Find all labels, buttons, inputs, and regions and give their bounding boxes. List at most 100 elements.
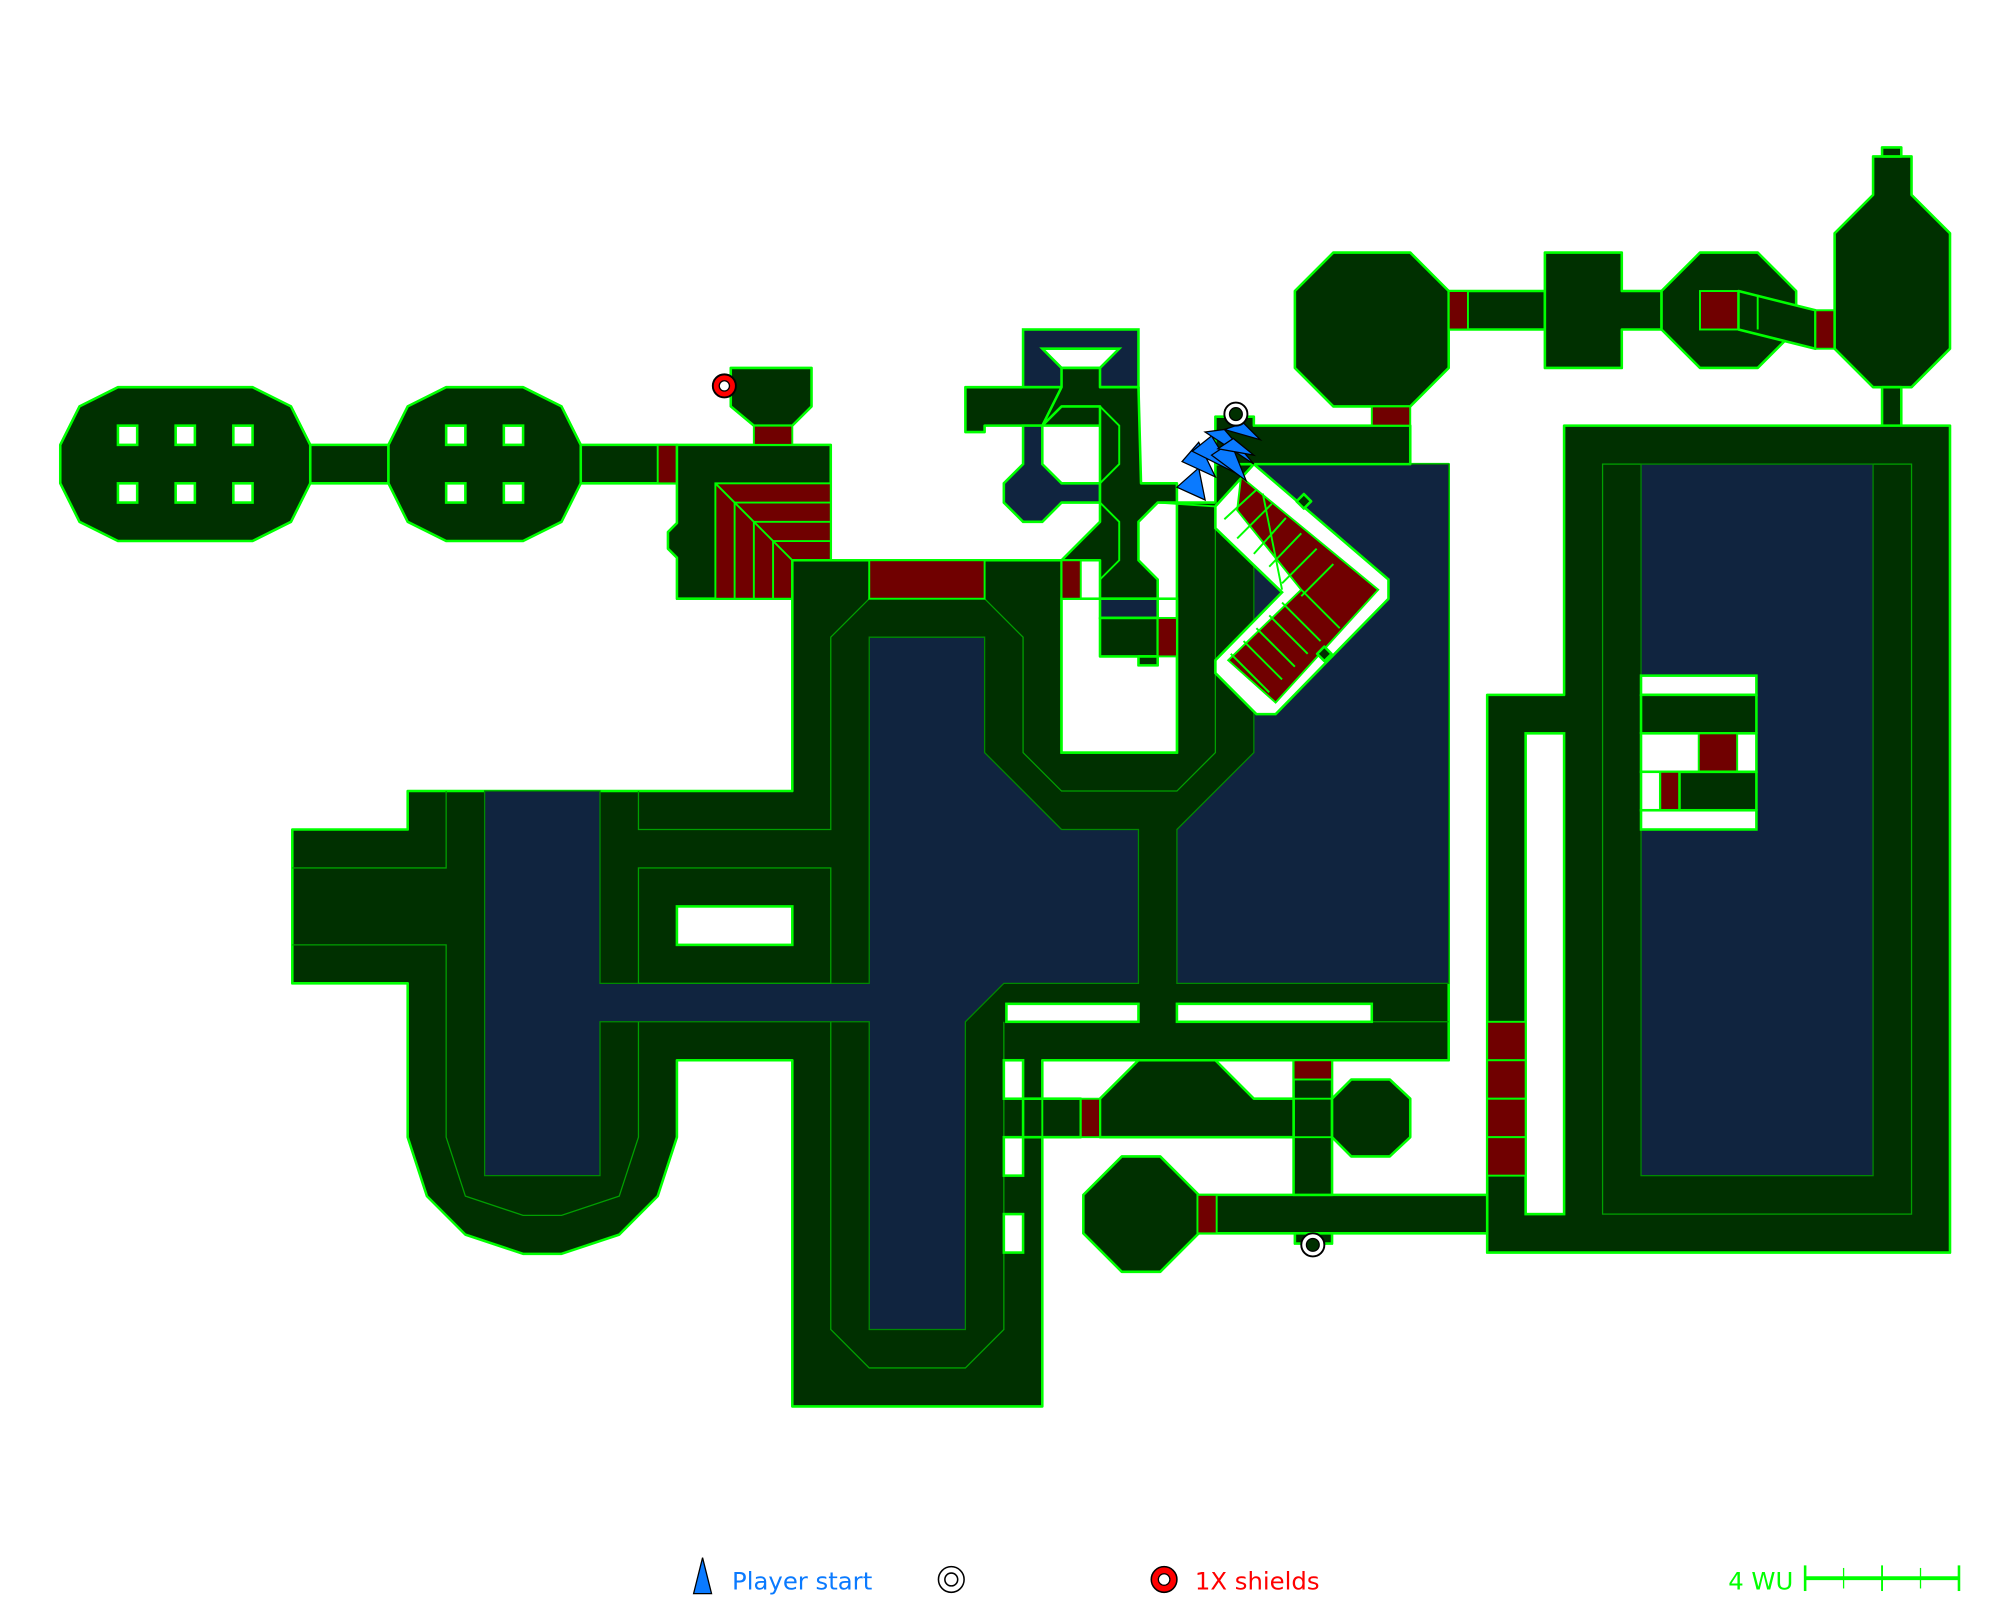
west-wing	[58, 366, 833, 600]
room-polygon	[1678, 770, 1758, 812]
south-rooms	[1021, 1058, 1489, 1274]
room-polygon	[1098, 616, 1159, 658]
map-line	[292, 944, 640, 1217]
map-line	[1261, 493, 1283, 590]
room-polygon	[1293, 251, 1451, 408]
map-line	[1099, 501, 1121, 599]
map-line	[1061, 405, 1121, 485]
void	[444, 482, 467, 504]
shields-pickup-icon	[711, 373, 737, 399]
room-polygon	[1880, 146, 1903, 158]
player-start-icon	[692, 1557, 713, 1595]
void	[1639, 674, 1758, 697]
void	[1002, 1212, 1025, 1254]
north-tower	[964, 328, 1252, 667]
map-line	[1268, 614, 1309, 655]
room-alcove	[729, 366, 813, 427]
platform	[1370, 405, 1412, 427]
item-marker-icon	[1300, 1232, 1326, 1258]
platform	[1697, 732, 1739, 773]
window	[1175, 1002, 1374, 1024]
map-line	[944, 1572, 959, 1587]
void	[232, 424, 254, 447]
map-line	[1305, 1237, 1320, 1252]
map-line	[1281, 601, 1322, 642]
map-line	[1255, 627, 1296, 668]
void	[174, 424, 197, 447]
window	[1005, 1002, 1140, 1024]
room-polygon	[1639, 693, 1758, 735]
platform	[656, 443, 678, 485]
platform	[1079, 1097, 1101, 1139]
player-start-icon	[1181, 441, 1217, 479]
map-line	[1268, 532, 1302, 568]
platform	[1486, 1059, 1527, 1100]
room-polygon	[1833, 155, 1952, 389]
stair-lines	[1223, 489, 1341, 693]
void	[232, 482, 254, 504]
platform	[868, 559, 986, 600]
platform	[1292, 1059, 1334, 1081]
void	[116, 424, 139, 447]
map-line	[1242, 640, 1283, 681]
platform	[752, 424, 794, 446]
map-line	[1300, 589, 1341, 629]
map-line	[1300, 563, 1335, 597]
map-line	[637, 867, 832, 984]
room-polygon	[1021, 1097, 1083, 1139]
map-line	[1281, 548, 1318, 585]
platform	[1486, 1136, 1527, 1177]
map-line	[1157, 1573, 1171, 1586]
stairs-chevron	[1214, 462, 1390, 716]
platform	[1659, 770, 1681, 812]
void	[444, 424, 467, 447]
room-polygon	[1137, 655, 1159, 667]
platform	[1226, 475, 1380, 704]
map-line	[1253, 517, 1287, 555]
liquid	[1002, 424, 1102, 524]
room-polygon	[1543, 251, 1663, 370]
void	[1002, 1135, 1025, 1177]
room-polygon	[1295, 492, 1313, 510]
void	[1002, 1058, 1025, 1101]
platform	[1060, 559, 1082, 600]
void	[1524, 732, 1566, 1216]
northeast-rooms	[1214, 146, 1952, 466]
void	[1639, 808, 1758, 831]
map-line	[1223, 489, 1258, 520]
platform	[1486, 1097, 1527, 1139]
player-start-icon	[1175, 466, 1207, 502]
legend: Player start 1X shields 4 WU	[692, 1557, 1961, 1596]
player-start-icon	[1216, 437, 1257, 457]
room-pod-1	[58, 385, 312, 543]
platform	[1699, 290, 1740, 331]
room-polygon	[1098, 1058, 1295, 1139]
east-hall	[1485, 424, 1952, 1254]
legend-shields: 1X shields	[1195, 1567, 1320, 1596]
central-complex	[291, 462, 1451, 1408]
platform	[1196, 1193, 1218, 1235]
player-starts	[1175, 422, 1263, 502]
void	[1639, 770, 1662, 812]
liquid	[1098, 597, 1159, 620]
room-polygon	[1082, 1155, 1200, 1274]
item-marker-icon	[937, 1565, 965, 1594]
map-line	[1228, 407, 1243, 422]
item-marker-icon	[1223, 401, 1249, 427]
platform	[1156, 616, 1178, 658]
platform	[1814, 309, 1836, 350]
pod-pillars	[116, 424, 525, 504]
void	[174, 482, 197, 504]
void	[502, 424, 525, 447]
corridor-pods	[308, 443, 390, 485]
shields-pickup-icon	[1150, 1565, 1178, 1594]
map-line	[830, 1021, 1005, 1369]
pillar	[675, 905, 794, 947]
platform	[1486, 1020, 1527, 1062]
room-polygon	[1330, 1078, 1412, 1158]
stairs-east	[1486, 1020, 1527, 1177]
scale-label: 4 WU	[1728, 1567, 1793, 1596]
room-pod-2	[387, 385, 583, 543]
